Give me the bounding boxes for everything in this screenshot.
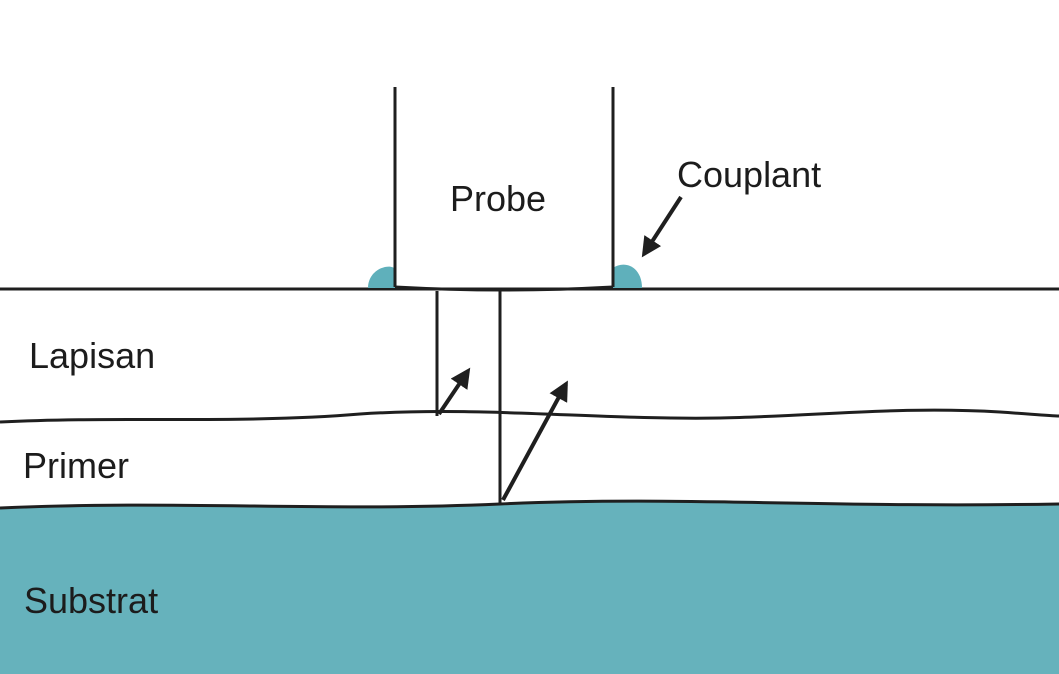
- couplant-label: Couplant: [677, 154, 821, 195]
- coating-primer-boundary: [0, 408, 1059, 424]
- couplant-pointer-arrow: [641, 195, 683, 258]
- substrate-layer-label: Substrat: [24, 580, 158, 621]
- coating-layer-label: Lapisan: [29, 335, 155, 376]
- primer-substrate-boundary: [0, 499, 1059, 510]
- couplant-drop-left: [368, 266, 396, 288]
- probe-label: Probe: [450, 178, 546, 219]
- reflection-arrow-coating: [437, 367, 471, 416]
- substrate-layer: [0, 501, 1059, 674]
- primer-layer-label: Primer: [23, 445, 129, 486]
- couplant-drop-right: [613, 264, 642, 288]
- probe-base: [394, 285, 614, 292]
- reflection-arrow-substrate: [501, 380, 568, 501]
